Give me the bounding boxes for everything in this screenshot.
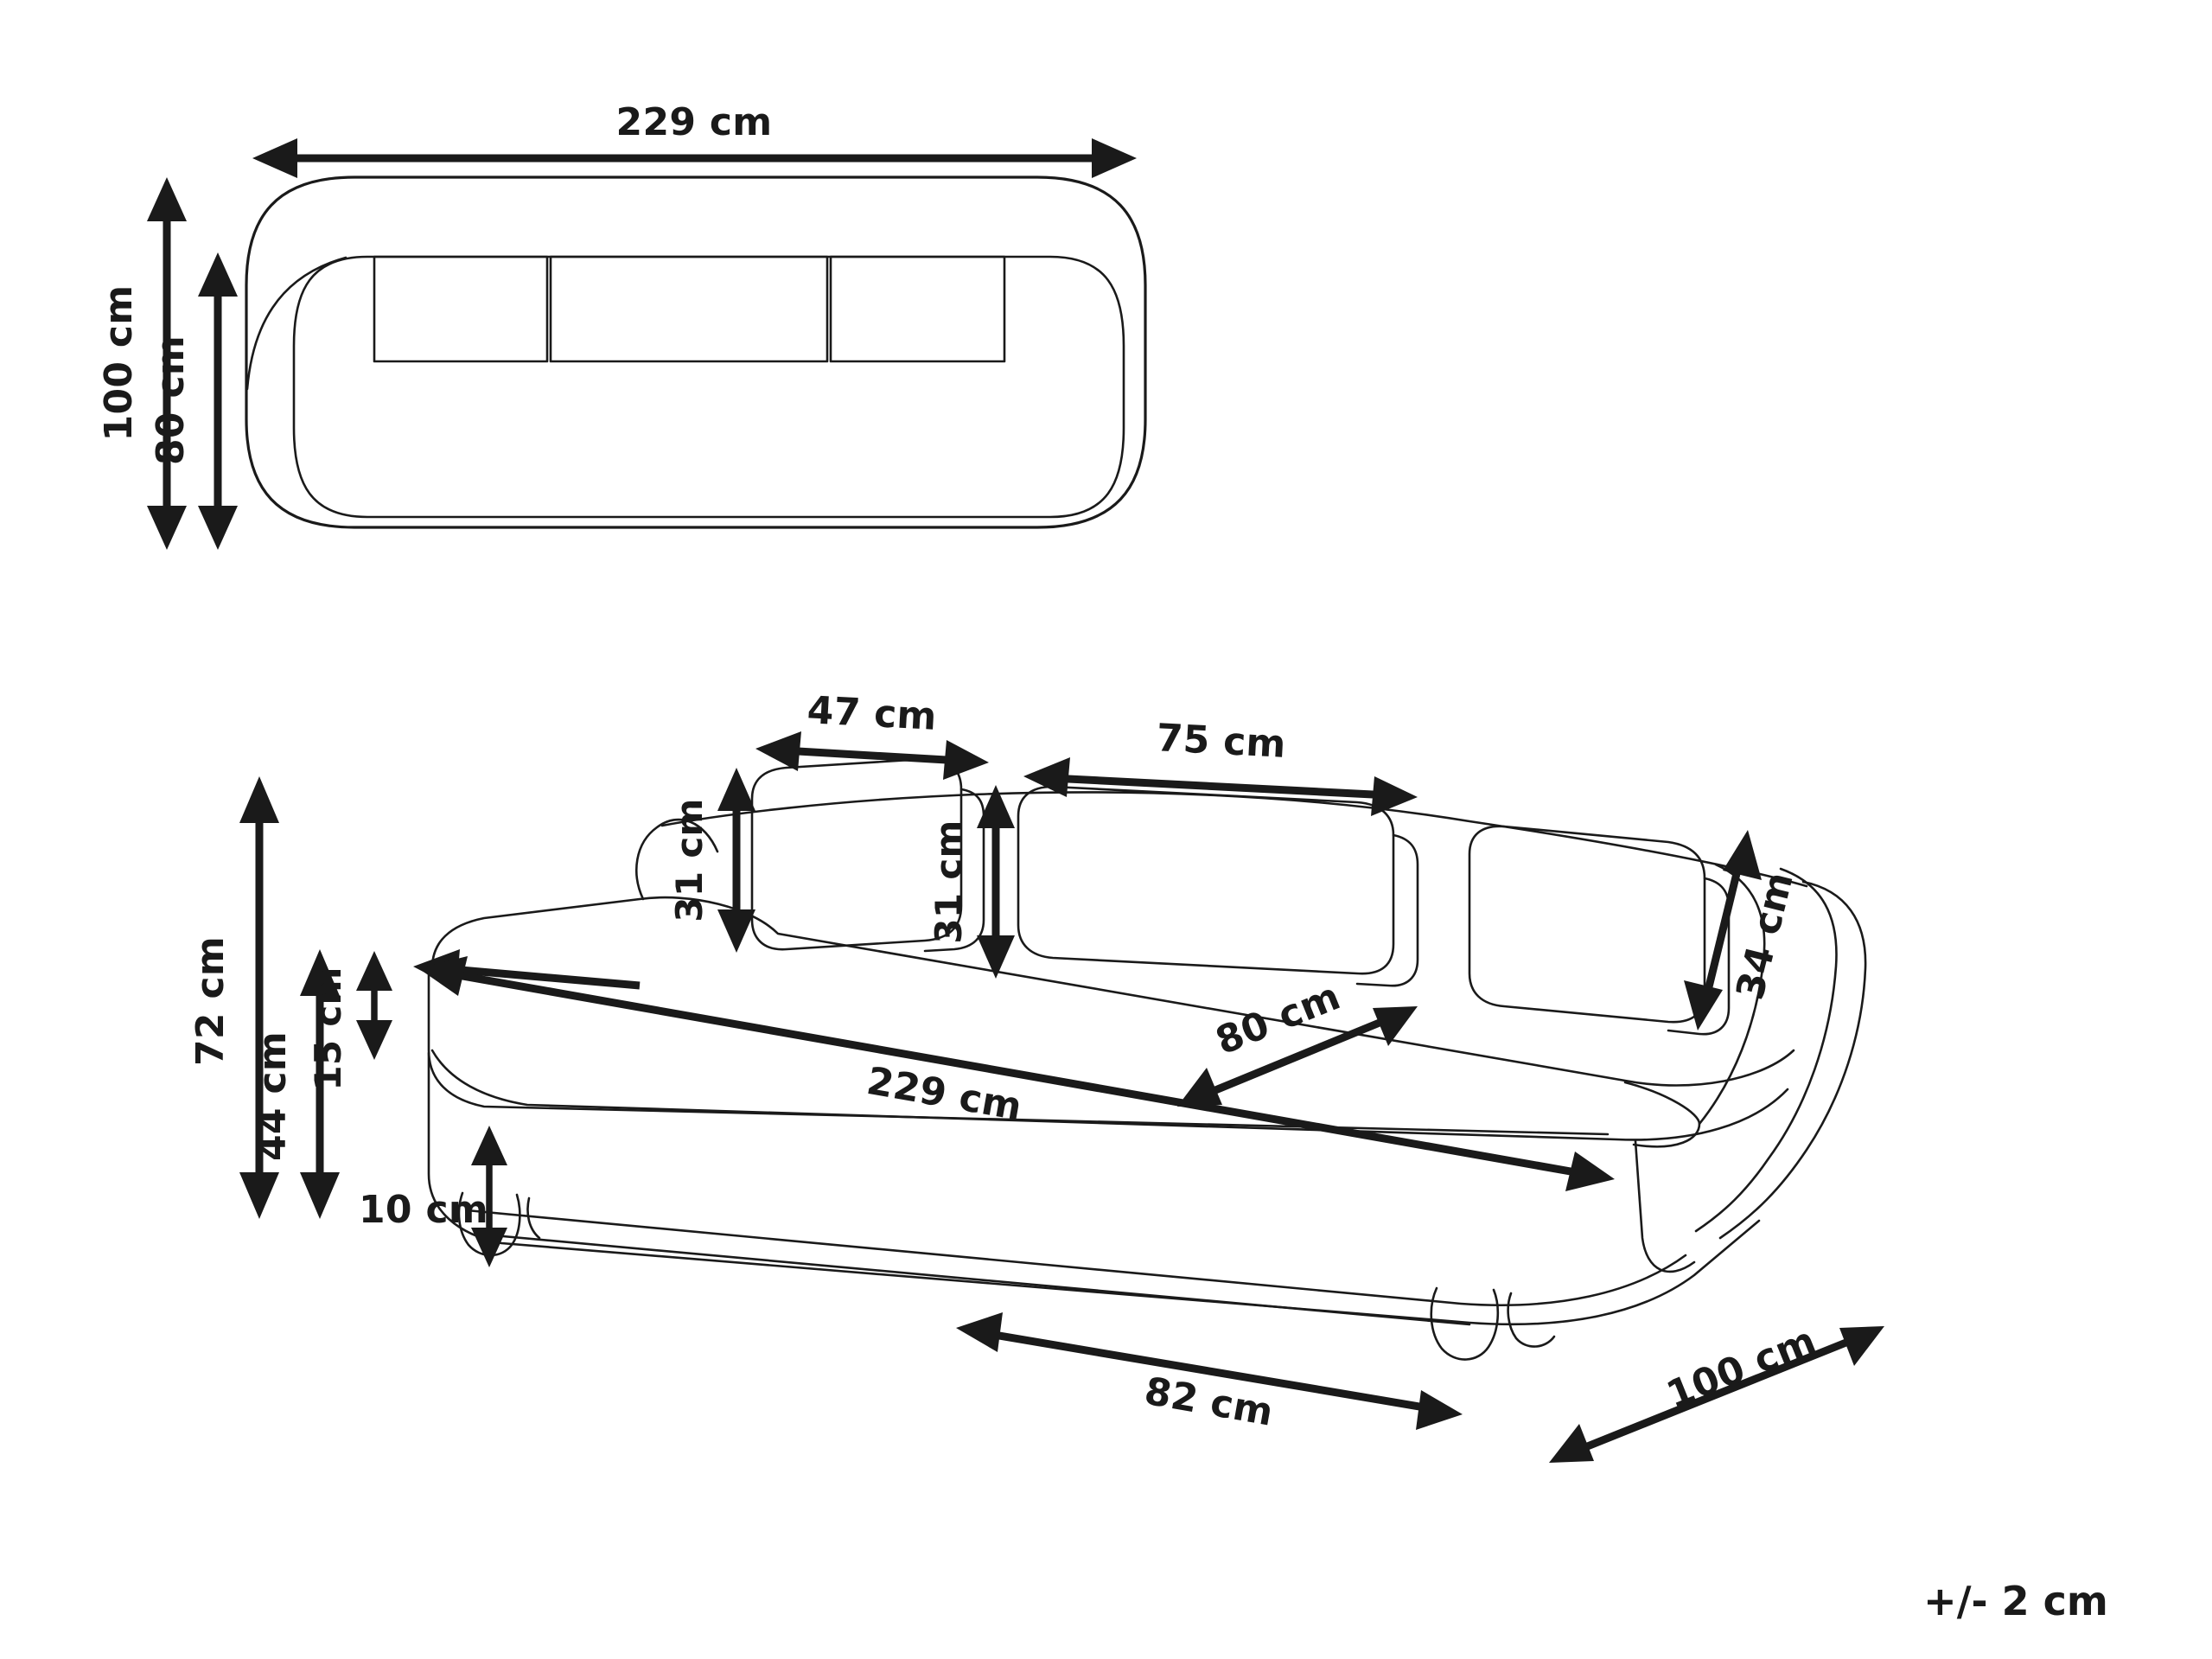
dim-label-cushion-right-height: 34 cm	[1728, 868, 1802, 1005]
persp-right-arm-inner	[1698, 863, 1766, 1126]
dim-label-cushion-small-width: 47 cm	[806, 688, 938, 739]
top-view-inner-outline	[292, 255, 1125, 519]
persp-seat-top-surface	[430, 896, 1795, 1087]
persp-seat-cushion-band	[430, 1049, 1789, 1141]
dim-label-top-depth-outer: 100 cm	[97, 285, 141, 442]
persp-back-cushion-middle-shadow	[1355, 833, 1419, 987]
perspective-view-group: 47 cm 75 cm 31 cm 31 cm 34 c	[188, 688, 1884, 1463]
dim-top-depth-outer: 100 cm	[97, 177, 187, 550]
dim-leg-height: 10 cm	[359, 1126, 507, 1267]
persp-back-cushion-right-shadow	[1667, 877, 1731, 1036]
dim-label-leg-height: 10 cm	[359, 1188, 488, 1232]
dim-label-top-width: 229 cm	[616, 100, 773, 144]
dim-leg-span-length: 82 cm	[956, 1312, 1463, 1435]
dim-label-top-depth-inner: 80 cm	[149, 335, 193, 465]
persp-right-seat-edge	[1623, 1081, 1701, 1148]
dim-total-height: 72 cm	[188, 776, 279, 1219]
persp-right-back-panel-inner	[1694, 867, 1838, 1233]
persp-base-front	[427, 1051, 1761, 1326]
dim-cushion-small-width: 47 cm	[755, 688, 989, 780]
dim-top-width: 229 cm	[252, 100, 1137, 178]
dim-label-seat-cushion-thickness: 15 cm	[307, 967, 349, 1090]
top-view-backrest-curve-left	[245, 256, 347, 391]
top-view-cushion-1	[373, 255, 549, 363]
persp-back-cushion-middle	[1017, 785, 1395, 975]
dim-label-total-depth: 80 cm	[1209, 974, 1346, 1063]
dim-label-cushion-small-height: 31 cm	[668, 798, 711, 922]
dim-total-length: 229 cm	[418, 956, 1615, 1191]
top-view-outer-outline	[245, 175, 1147, 529]
persp-leg-back-right	[1507, 1292, 1556, 1348]
persp-right-back-panel	[1718, 880, 1867, 1240]
dim-label-total-height: 72 cm	[188, 936, 233, 1066]
persp-right-lower-corner	[1634, 1139, 1696, 1273]
persp-back-cushion-left	[750, 757, 963, 951]
persp-left-arm	[635, 818, 719, 901]
dim-label-cushion-large-height: 31 cm	[928, 820, 970, 943]
dim-seat-cushion-thickness: 15 cm	[307, 951, 392, 1091]
dim-label-seat-height: 44 cm	[251, 1031, 295, 1161]
dim-label-cushion-large-width: 75 cm	[1156, 716, 1287, 767]
persp-base-bottom	[482, 1233, 1471, 1326]
dim-cushion-small-height: 31 cm	[668, 768, 755, 953]
top-view-group: 229 cm 100 cm 80 cm	[97, 100, 1147, 550]
dim-label-base-depth: 100 cm	[1661, 1318, 1822, 1418]
dim-base-depth: 100 cm	[1549, 1318, 1884, 1463]
top-view-cushion-2	[549, 255, 829, 363]
tolerance-note: +/- 2 cm	[1923, 1578, 2108, 1624]
dim-seat-height: 44 cm	[251, 949, 340, 1219]
dim-top-depth-inner: 80 cm	[149, 252, 238, 550]
persp-back-cushion-left-shadow	[923, 788, 985, 953]
persp-leg-back-left	[526, 1196, 541, 1240]
dim-cushion-large-height: 31 cm	[928, 785, 1015, 979]
persp-leg-front-right	[1430, 1286, 1500, 1361]
persp-back-top-edge	[660, 791, 1808, 888]
top-view-cushion-3	[829, 255, 1006, 363]
dim-cushion-large-width: 75 cm	[1023, 716, 1418, 816]
dim-total-depth: 80 cm	[1177, 974, 1418, 1107]
